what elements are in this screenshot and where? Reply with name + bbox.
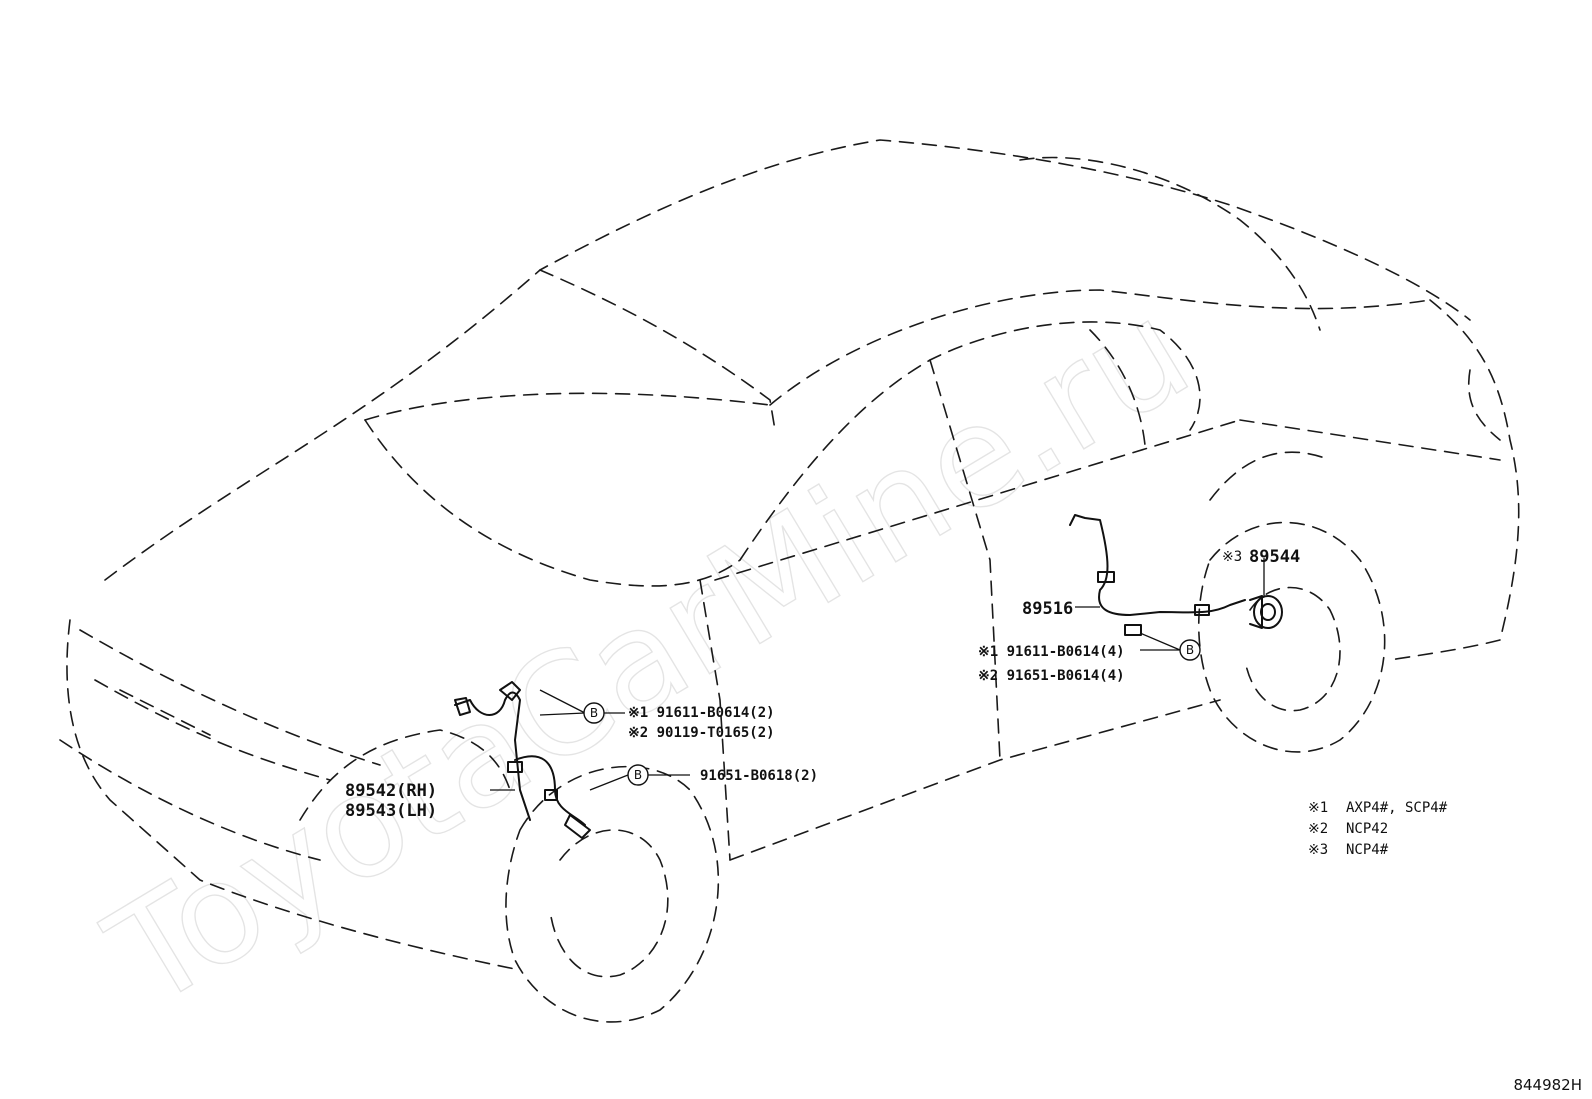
label-rear-rotor-mark: ※3 (1222, 549, 1242, 565)
note-1-mark: ※1 (1308, 800, 1328, 816)
rear-speed-sensor-harness (1069, 514, 1283, 636)
svg-text:B: B (1186, 643, 1194, 657)
note-2-text: NCP42 (1346, 821, 1388, 837)
label-rear-rotor: 89544 (1249, 547, 1300, 567)
label-rear-bolt-1: ※1 91611-B0614(4) (978, 644, 1125, 660)
badge-b-rear: B (1179, 639, 1201, 661)
badge-b-front-upper: B (583, 702, 605, 724)
svg-text:B: B (634, 768, 642, 782)
notes-legend: ※1 AXP4#, SCP4# ※2 NCP42 ※3 NCP4# (1308, 800, 1448, 858)
badge-b-front-lower: B (627, 764, 649, 786)
leader-lines (490, 558, 1265, 791)
label-front-sensor-lh: 89543(LH) (345, 801, 437, 821)
label-rear-sensor: 89516 (1022, 599, 1073, 619)
label-front-bolt-3: 91651-B0618(2) (700, 768, 818, 784)
svg-text:B: B (590, 706, 598, 720)
note-2-mark: ※2 (1308, 821, 1328, 837)
note-1-text: AXP4#, SCP4# (1346, 800, 1448, 816)
front-speed-sensor-harness (454, 681, 591, 839)
label-front-bolt-1: ※1 91611-B0614(2) (628, 705, 775, 721)
label-front-sensor-rh: 89542(RH) (345, 781, 437, 801)
label-rear-bolt-2: ※2 91651-B0614(4) (978, 668, 1125, 684)
figure-code: 844982H (1513, 1076, 1582, 1094)
note-3-mark: ※3 (1308, 842, 1328, 858)
label-front-bolt-2: ※2 90119-T0165(2) (628, 725, 775, 741)
note-3-text: NCP4# (1346, 842, 1389, 858)
car-body-outline (59, 139, 1520, 1023)
